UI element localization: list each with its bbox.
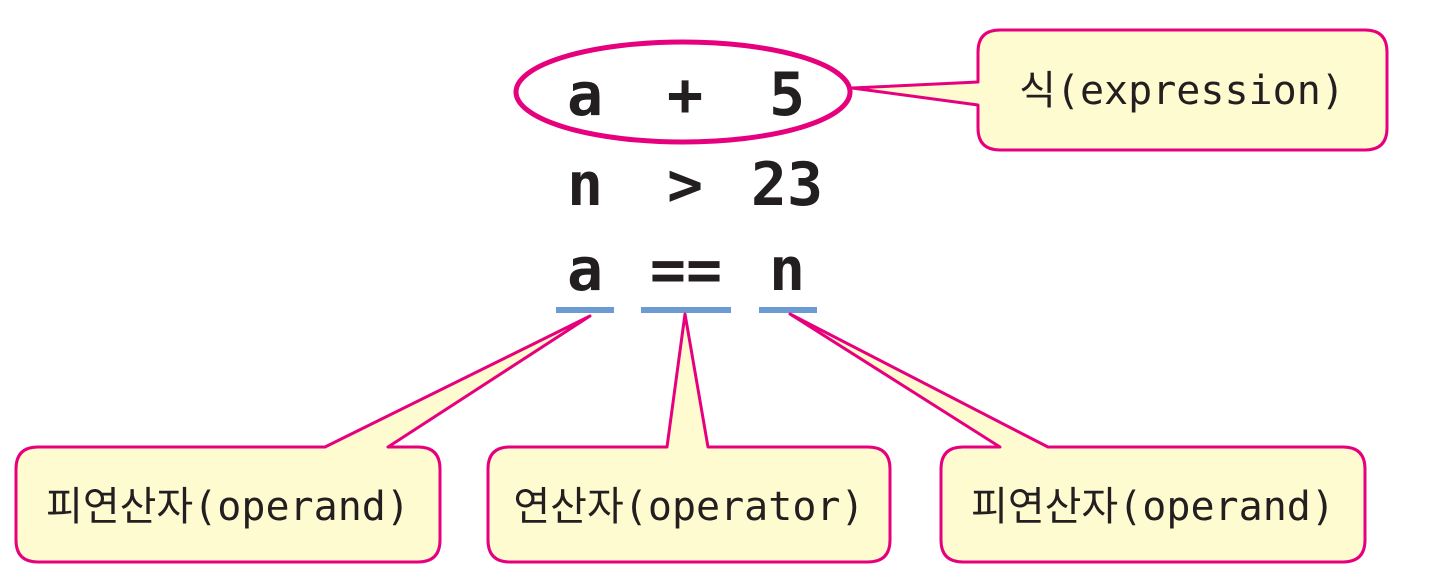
- operand-left-callout-box: [14, 314, 592, 564]
- operand-left-callout-label: 피연산자(operand): [46, 484, 410, 530]
- underline-operator: [641, 307, 731, 313]
- expression-callout-box: [850, 28, 1389, 152]
- expression-ellipse: [513, 39, 853, 145]
- expression-callout: 식(expression): [850, 28, 1389, 152]
- operator-callout-label: 연산자(operator): [513, 484, 864, 530]
- expression-row-2: n > 23: [567, 150, 823, 220]
- operand-right-callout-box: [788, 312, 1367, 564]
- operand-left-callout: 피연산자(operand): [14, 314, 592, 564]
- expr-3-left: a: [567, 235, 603, 305]
- expr-2-right: 23: [751, 150, 823, 220]
- expression-row-1: a + 5: [567, 60, 805, 130]
- expression-row-3: a == n: [567, 235, 805, 305]
- operand-right-callout: 피연산자(operand): [788, 312, 1367, 564]
- expr-3-right: n: [769, 235, 805, 305]
- underline-right-operand: [759, 307, 817, 313]
- expression-callout-label: 식(expression): [1019, 68, 1345, 114]
- expr-3-operator: ==: [650, 235, 722, 305]
- operand-right-callout-label: 피연산자(operand): [971, 484, 1335, 530]
- underline-left-operand: [556, 307, 614, 313]
- expr-1-left: a: [567, 60, 603, 130]
- expr-1-right: 5: [769, 60, 805, 130]
- operator-callout: 연산자(operator): [486, 312, 892, 564]
- expr-1-operator: +: [667, 60, 703, 130]
- expr-2-left: n: [567, 150, 603, 220]
- operator-callout-box: [486, 312, 892, 564]
- expr-2-operator: >: [667, 150, 703, 220]
